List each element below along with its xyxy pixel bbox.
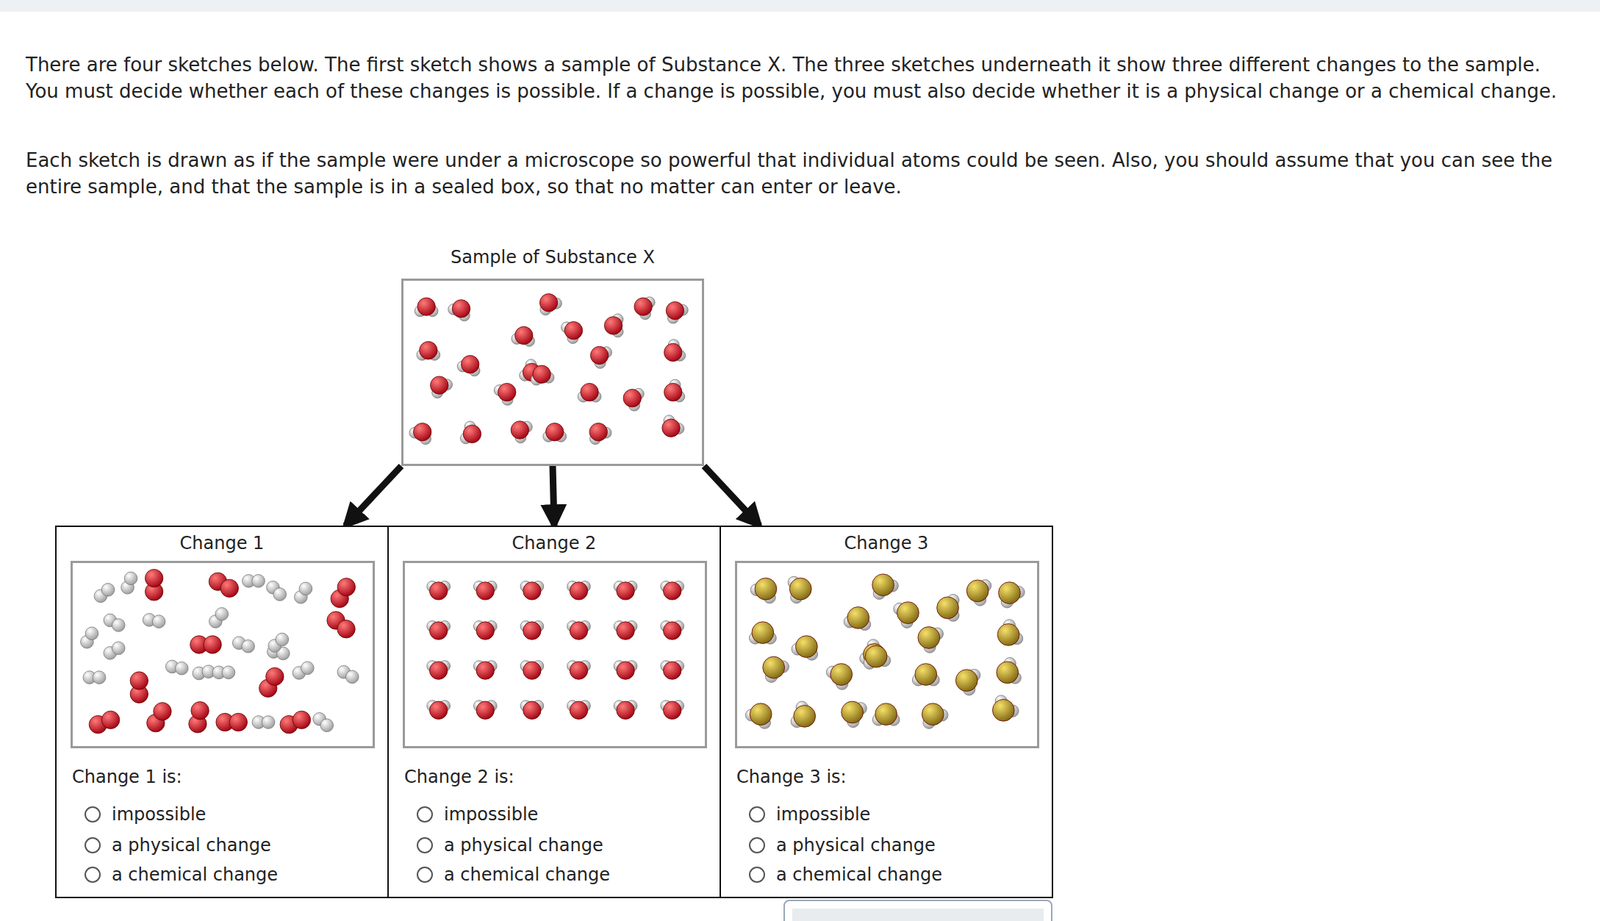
top-bar [0, 0, 1600, 12]
radio-button [748, 806, 766, 823]
change-panel: Change 3 Change 3 is: impossible a physical… [719, 525, 1054, 899]
instruction-text: Each sketch is drawn as if the sample we… [25, 146, 1577, 200]
molecule-sketch [403, 280, 702, 464]
sample-box: Sample of Substance X [401, 278, 705, 466]
radio-button [748, 837, 766, 854]
radio-button [416, 866, 433, 883]
change-arrow [552, 465, 555, 526]
sketch-box [734, 560, 1040, 749]
answer-option: a chemical change [776, 864, 943, 885]
radio-button [84, 806, 101, 823]
answer-option: impossible [443, 804, 538, 825]
radio-button [416, 806, 433, 823]
question-label: Change 3 is: [736, 766, 847, 788]
answer-option: impossible [111, 804, 206, 825]
panel-heading: Change 2 [388, 532, 720, 554]
change-arrow [345, 465, 402, 526]
answer-panel-edge [783, 899, 1053, 921]
radio-button [748, 866, 766, 883]
question-label: Change 1 is: [72, 766, 183, 788]
change-arrow [704, 465, 760, 526]
answer-option: a physical change [443, 834, 604, 856]
answer-option: a physical change [111, 834, 272, 856]
radio-button [84, 866, 101, 883]
answer-option: a physical change [776, 834, 936, 856]
radio-button [416, 837, 433, 854]
panel-heading: Change 1 [56, 532, 388, 554]
change-panel: Change 1 Change 1 is: impossible a physical… [55, 525, 389, 899]
instruction-text: There are four sketches below. The first… [25, 51, 1577, 105]
answer-option: a chemical change [111, 864, 278, 885]
sketch-box [402, 560, 708, 749]
change-panel: Change 2 Change 2 is: impossible a physical… [387, 525, 721, 899]
answer-option: a chemical change [443, 864, 611, 885]
sketch-box [70, 560, 375, 749]
molecule-sketch [737, 562, 1038, 746]
molecule-sketch [404, 562, 705, 746]
sample-heading: Sample of Substance X [403, 246, 702, 268]
radio-button [84, 837, 101, 854]
panel-heading: Change 3 [720, 532, 1052, 554]
molecule-sketch [72, 562, 373, 746]
question-label: Change 2 is: [404, 766, 515, 788]
answer-option: impossible [776, 804, 871, 825]
